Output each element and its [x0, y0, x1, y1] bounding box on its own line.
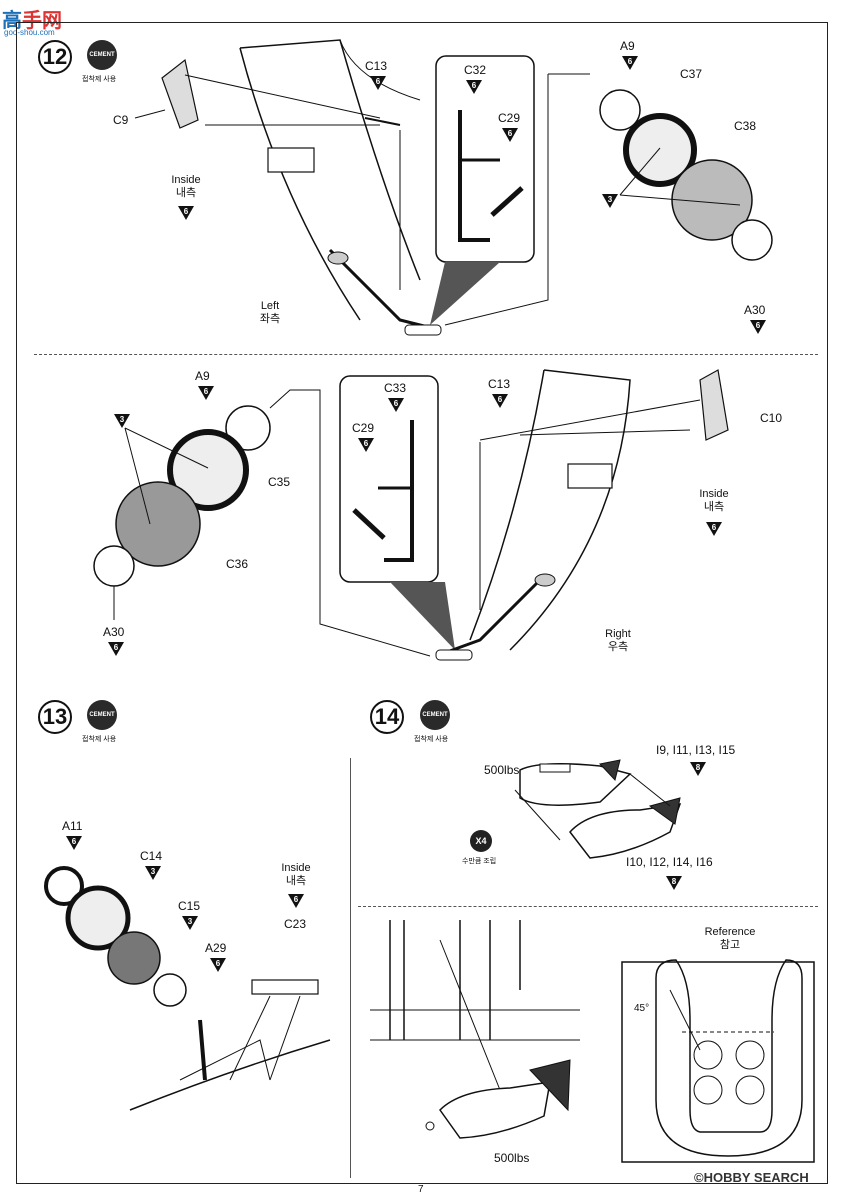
page-number: 7: [418, 1184, 424, 1195]
part-c15: C15: [178, 899, 201, 913]
sprue-badge: 6: [108, 642, 124, 656]
sprue-badge: 3: [145, 866, 161, 880]
part-c29: C29: [498, 111, 521, 125]
sprue-badge: 6: [706, 522, 722, 536]
sprue-badge: 3: [182, 916, 198, 930]
sprue-badge: 6: [370, 76, 386, 90]
section-divider: [350, 758, 351, 1178]
site-logo: 高手网: [2, 4, 62, 33]
sprue-badge: 8: [690, 762, 706, 776]
part-c29: C29: [352, 421, 375, 435]
part-a29: A29: [205, 941, 227, 955]
logo-char: 高: [2, 10, 22, 32]
sprue-badge: 6: [466, 80, 482, 94]
sprue-badge: 3: [114, 414, 130, 428]
x4-badge: X4: [470, 830, 492, 852]
parts-top-label: I9, I11, I13, I15: [656, 743, 736, 757]
logo-chars: 手网: [22, 10, 62, 32]
section-divider: [358, 906, 818, 907]
step12-left-gear-drawing: [134, 39, 773, 336]
sprue-badge: 6: [210, 958, 226, 972]
sprue-badge: 6: [66, 836, 82, 850]
step12-right-gear-drawing: [93, 369, 729, 661]
sprue-badge: 3: [602, 194, 618, 208]
sprue-badge: 6: [288, 894, 304, 908]
part-c37: C37: [680, 67, 703, 81]
angle-label: 45°: [634, 1003, 650, 1014]
parts-bottom-label: I10, I12, I14, I16: [626, 855, 713, 869]
bomb-weight-label: 500lbs: [484, 763, 520, 777]
part-a30: A30: [103, 625, 125, 639]
sprue-badge: 6: [178, 206, 194, 220]
sprue-badge: 6: [750, 320, 766, 334]
sprue-badge: 6: [388, 398, 404, 412]
part-c36: C36: [226, 557, 249, 571]
part-c13: C13: [488, 377, 511, 391]
part-c13: C13: [365, 59, 388, 73]
part-c23: C23: [284, 917, 307, 931]
logo-url: goo-shou.com: [4, 28, 55, 37]
part-a11: A11: [62, 819, 83, 833]
bomb-weight-label: 500lbs: [494, 1151, 530, 1165]
page-frame: [16, 22, 828, 1184]
step-12-number: 12: [38, 40, 72, 74]
step-14-number: 14: [370, 700, 404, 734]
x4-label: 수만큼 조립: [462, 858, 497, 865]
cement-icon: CEMENT: [87, 700, 117, 730]
sprue-badge: 6: [198, 386, 214, 400]
cement-label: 접착제 사용: [414, 736, 449, 743]
part-c10: C10: [760, 411, 783, 425]
part-a9: A9: [195, 369, 210, 383]
step-13-number: 13: [38, 700, 72, 734]
part-c38: C38: [734, 119, 757, 133]
sprue-badge: 6: [492, 394, 508, 408]
part-a9: A9: [620, 39, 635, 53]
sprue-badge: 6: [622, 56, 638, 70]
cement-label: 접착제 사용: [82, 736, 117, 743]
cement-icon: CEMENT: [87, 40, 117, 70]
sprue-badge: 6: [502, 128, 518, 142]
part-c9: C9: [113, 113, 129, 127]
section-divider: [34, 354, 818, 355]
part-c35: C35: [268, 475, 291, 489]
cement-label: 접착제 사용: [82, 76, 117, 83]
step13-tail-wheel-drawing: [44, 866, 331, 1111]
cement-icon: CEMENT: [420, 700, 450, 730]
part-a30: A30: [744, 303, 766, 317]
watermark: ©HOBBY SEARCH: [694, 1170, 809, 1185]
step14-rack-drawing: [370, 920, 815, 1163]
sprue-badge: 8: [666, 876, 682, 890]
part-c32: C32: [464, 63, 487, 77]
step14-bomb-drawing: [514, 759, 682, 859]
part-c33: C33: [384, 381, 407, 395]
part-c14: C14: [140, 849, 163, 863]
sprue-badge: 6: [358, 438, 374, 452]
